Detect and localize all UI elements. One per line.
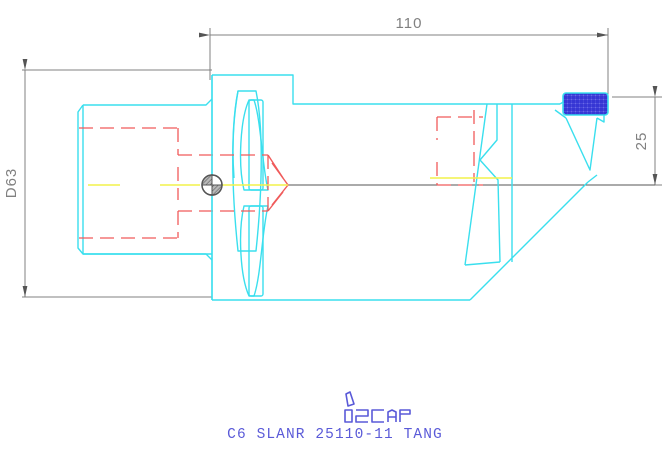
logo-letter-s (355, 409, 369, 423)
internal-rib-1 (464, 103, 488, 266)
shank-bottom-edge (83, 253, 213, 261)
logo-letter-i (344, 409, 353, 423)
internal-rib-join (464, 261, 501, 266)
head-nose-outline (565, 117, 598, 171)
logo-letter-a (387, 409, 397, 422)
insert-seat-lead (554, 109, 567, 119)
internal-rib-2 (479, 104, 501, 263)
head-flank-tip (587, 174, 598, 183)
center-mark-quadrant-lower-right (212, 185, 222, 195)
tool-body-outline (77, 74, 605, 301)
hidden-lines (79, 110, 483, 239)
center-mark-quadrant-upper-left (202, 175, 212, 185)
clamp-slot-upper-bar (248, 99, 264, 191)
logo-letter-c (371, 409, 384, 423)
shank-diameter-dimension-label: D63 (3, 168, 20, 199)
bore-cone-point (267, 154, 289, 212)
logo-i-dot (345, 391, 355, 407)
center-lines (88, 177, 512, 186)
clamp-slot-upper-lens (239, 99, 269, 191)
length-dimension: 110 (199, 15, 609, 97)
part-number-label: C6 SLANR 25110-11 TANG (227, 427, 443, 443)
section-center-mark (201, 174, 223, 196)
body-angled-flank (469, 181, 589, 301)
tang-grip-insert (562, 92, 609, 116)
logo-letter-r (399, 409, 411, 422)
iscar-logo (344, 391, 411, 423)
length-dimension-label: 110 (396, 15, 423, 32)
body-top-edge (212, 74, 560, 105)
clamp-slot-upper-arc (232, 90, 239, 179)
shank-diameter-dimension: D63 (3, 59, 212, 298)
clamp-slot-lower-bar (248, 205, 264, 297)
head-height-dimension-label: 25 (633, 132, 650, 151)
insert-body (562, 92, 609, 116)
head-height-dimension: 25 (612, 86, 662, 186)
cone-tip (271, 162, 289, 206)
shank-top-edge (83, 98, 213, 106)
clamp-slots (239, 99, 269, 297)
